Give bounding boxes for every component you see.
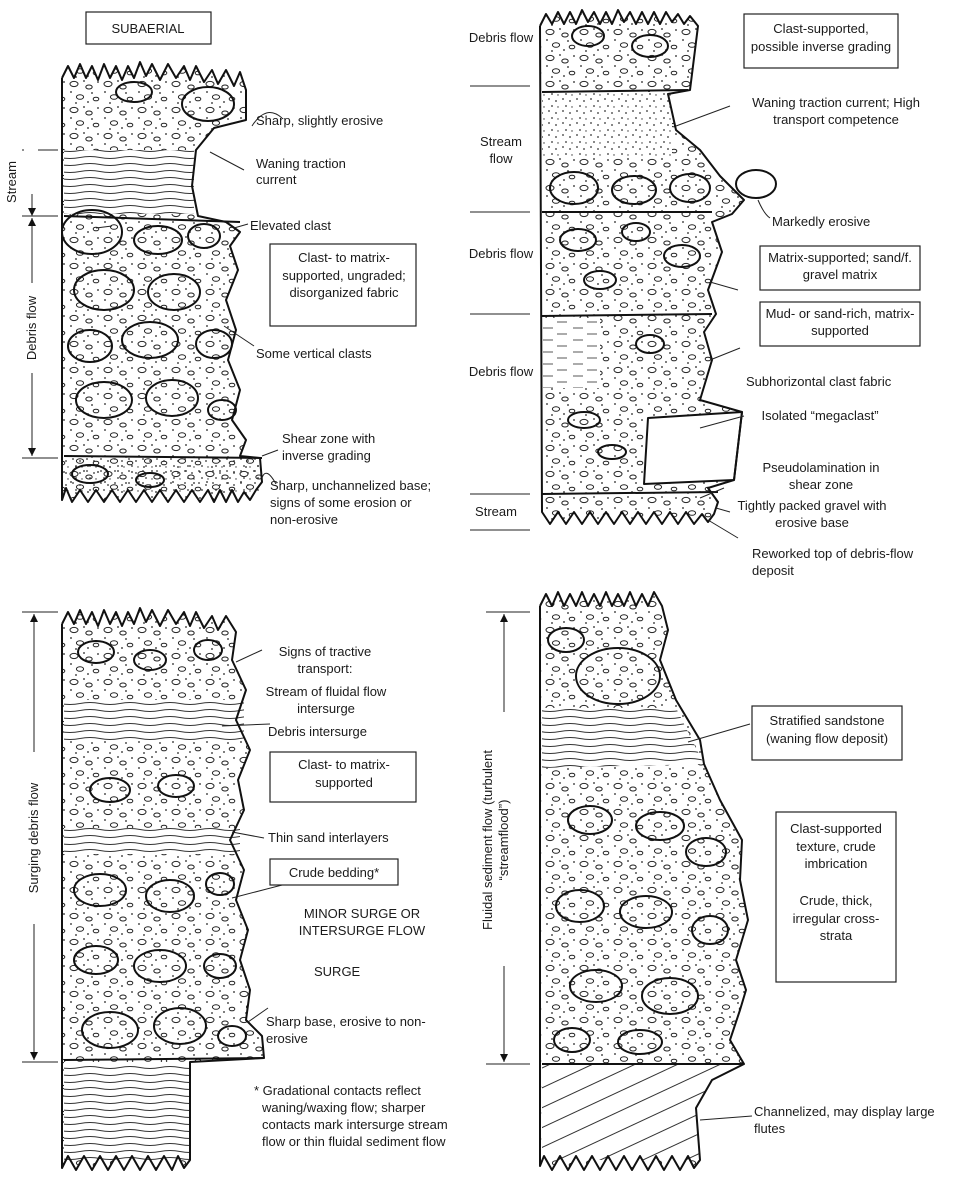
label-crude-cross-strata: Crude, thick, irregular cross-strata — [780, 892, 892, 972]
label-stratified-sandstone: Stratified sandstone (waning flow deposi… — [756, 712, 898, 758]
label-tightly-packed-gravel: Tightly packed gravel with erosive base — [722, 498, 902, 538]
panel-a: SUBAERIAL — [4, 12, 440, 542]
label-some-vertical-clasts: Some vertical clasts — [256, 346, 372, 361]
panel-b-unit-debris-flow-3: Debris flow — [468, 364, 534, 404]
panel-a-unit-stream: Stream — [4, 161, 19, 203]
label-clast-supported-texture: Clast-supported texture, crude imbricati… — [780, 820, 892, 880]
label-surge: SURGE — [314, 964, 361, 979]
footnote-gradational-contacts: * Gradational contacts reflect waning/wa… — [254, 1082, 450, 1184]
label-elevated-clast: Elevated clast — [250, 218, 331, 233]
panel-d: Fluidal sediment flow (turbulent “stream… — [480, 592, 944, 1170]
label-mud-sand-rich: Mud- or sand-rich, matrix-supported — [764, 306, 916, 346]
panel-b: Debris flow Stream flow Debris flow Debr… — [468, 10, 938, 586]
label-clast-to-matrix: Clast- to matrix-supported — [276, 756, 412, 800]
label-clast-supported-inverse: Clast-supported, possible inverse gradin… — [748, 20, 894, 66]
label-markedly-erosive: Markedly erosive — [772, 214, 870, 229]
label-stream-of-fluidal-flow: Stream of fluidal flow intersurge — [256, 684, 396, 724]
label-matrix-supported-sand: Matrix-supported; sand/f. gravel matrix — [764, 250, 916, 290]
panel-c: Surging debris flow Signs of tractive tr… — [22, 608, 450, 1184]
label-waning-high-competence: Waning traction current; High transport … — [734, 95, 938, 135]
label-crude-bedding: Crude bedding* — [289, 865, 379, 880]
label-debris-intersurge: Debris intersurge — [268, 724, 367, 739]
panel-b-unit-stream: Stream — [475, 504, 517, 519]
label-waning-traction-current: Waning traction current — [256, 156, 386, 196]
label-channelized-flutes: Channelized, may display large flutes — [754, 1104, 944, 1144]
label-isolated-megaclast: Isolated “megaclast” — [760, 408, 880, 448]
panel-a-unit-debris-flow: Debris flow — [24, 295, 39, 360]
label-minor-surge: MINOR SURGE OR INTERSURGE FLOW — [274, 906, 450, 946]
label-clast-matrix-ungraded: Clast- to matrix-supported, ungraded; di… — [276, 249, 412, 325]
label-shear-zone: Shear zone with inverse grading — [282, 431, 412, 471]
panel-b-unit-debris-flow-1: Debris flow — [468, 30, 534, 70]
subaerial-label: SUBAERIAL — [112, 21, 185, 36]
panel-d-unit-fluidal-sediment-flow: Fluidal sediment flow (turbulent “stream… — [480, 710, 520, 970]
label-sharp-unchannelized-base: Sharp, unchannelized base; signs of some… — [270, 478, 440, 542]
label-thin-sand-interlayers: Thin sand interlayers — [268, 830, 389, 845]
panel-b-unit-stream-flow: Stream flow — [468, 134, 534, 174]
label-signs-of-tractive-transport: Signs of tractive transport: — [270, 644, 380, 684]
label-sharp-slightly-erosive: Sharp, slightly erosive — [256, 113, 383, 128]
panel-c-unit-surging-debris-flow: Surging debris flow — [26, 782, 41, 893]
label-reworked-top: Reworked top of debris-flow deposit — [752, 546, 932, 586]
label-subhorizontal-clast-fabric: Subhorizontal clast fabric — [746, 374, 892, 389]
panel-b-unit-debris-flow-2: Debris flow — [468, 246, 534, 286]
label-pseudolamination: Pseudolamination in shear zone — [746, 460, 896, 500]
label-sharp-base: Sharp base, erosive to non-erosive — [266, 1014, 436, 1054]
